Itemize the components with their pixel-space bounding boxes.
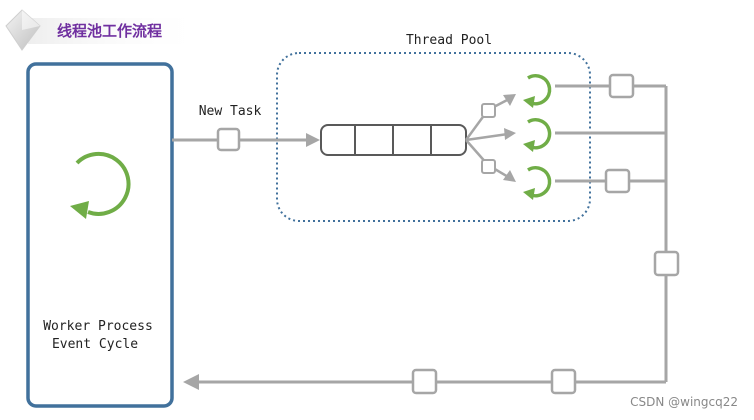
thread-cycle-icon: [523, 118, 552, 152]
new-task-node: [216, 127, 241, 152]
task-queue: [320, 124, 467, 156]
thread-cycle-icon: [523, 74, 552, 108]
header: 线程池工作流程: [5, 9, 208, 51]
return-connectors: [183, 73, 680, 395]
dispatch-branches: [464, 94, 516, 182]
result-node-bottom: [604, 168, 631, 194]
worker-process-label-line1: Worker Process: [43, 319, 153, 334]
thread-pool-container: [276, 52, 591, 222]
worker-process-label-line2: Event Cycle: [52, 337, 138, 352]
return-node-bottom-right: [550, 368, 577, 395]
worker-cycle-icon: [70, 151, 131, 219]
return-node-bottom-left: [411, 368, 438, 395]
thread-pool-label: Thread Pool: [406, 33, 492, 48]
new-task-connector: [172, 127, 320, 152]
watermark: CSDN @wingcq22: [630, 395, 738, 409]
result-node-top: [608, 73, 635, 99]
page-title: 线程池工作流程: [57, 22, 162, 40]
diamond-logo-icon: [5, 9, 41, 51]
worker-process-box: [26, 62, 174, 408]
new-task-label: New Task: [199, 104, 262, 119]
thread-cycle-icon: [523, 166, 552, 200]
return-node-right: [653, 250, 680, 277]
dispatch-node-bottom: [481, 159, 496, 174]
title-banner: [28, 18, 208, 44]
dispatch-node-top: [481, 103, 496, 118]
